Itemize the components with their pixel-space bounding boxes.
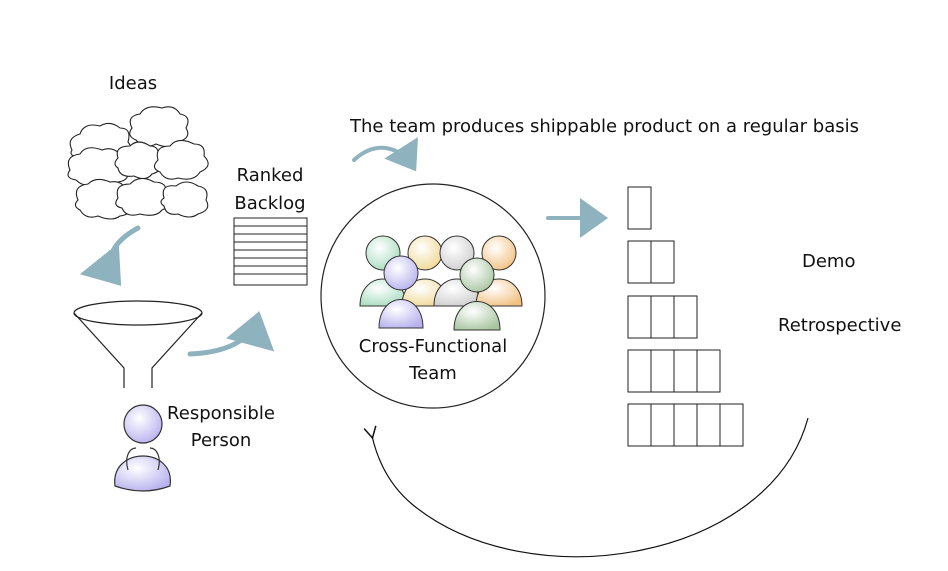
- cloud-icon: [160, 181, 209, 218]
- increment-block-icon: [627, 403, 652, 447]
- responsible-person-label-line1: Responsible: [167, 403, 275, 424]
- increment-block-icon: [627, 240, 652, 284]
- ranked-list-icon: [233, 217, 308, 286]
- increment-block-icon: [650, 240, 675, 284]
- increment-block-icon: [650, 403, 675, 447]
- ranked-backlog-label-line2: Backlog: [234, 193, 305, 214]
- increment-block-icon: [696, 349, 721, 393]
- increments-stack: [627, 186, 744, 447]
- increment-block-icon: [627, 186, 652, 230]
- feedback-loop-arrow: [372, 417, 809, 558]
- headline: The team produces shippable product on a…: [349, 116, 859, 137]
- demo-label: Demo: [802, 251, 855, 272]
- responsible-person-label-line2: Person: [191, 430, 252, 451]
- cloud-icon: [153, 139, 209, 180]
- person-icon: [114, 404, 171, 492]
- team-member: [453, 257, 501, 331]
- team-member: [378, 255, 424, 329]
- funnel-icon: [73, 300, 203, 388]
- increment-block-icon: [650, 295, 675, 339]
- increment-block-icon: [673, 403, 698, 447]
- arrow-backlog-to-team: [352, 137, 418, 172]
- team-icon: [359, 235, 523, 331]
- arrow-ideas-to-funnel: [79, 225, 141, 286]
- ranked-backlog-label-line1: Ranked: [237, 165, 304, 186]
- retrospective-label: Retrospective: [778, 315, 901, 336]
- cloud-icon: [115, 177, 171, 216]
- ideas-clouds: [67, 106, 209, 220]
- increment-block-icon: [696, 403, 721, 447]
- increment-block-icon: [719, 403, 744, 447]
- increment-block-icon: [627, 295, 652, 339]
- ideas-label: Ideas: [109, 73, 157, 94]
- increment-block-icon: [650, 349, 675, 393]
- increment-block-icon: [673, 295, 698, 339]
- increment-block-icon: [673, 349, 698, 393]
- team-label-line1: Cross-Functional: [359, 336, 507, 357]
- team-label-line2: Team: [408, 363, 457, 384]
- arrow-funnel-to-backlog: [187, 311, 275, 357]
- increment-block-icon: [627, 349, 652, 393]
- cloud-icon: [114, 141, 162, 180]
